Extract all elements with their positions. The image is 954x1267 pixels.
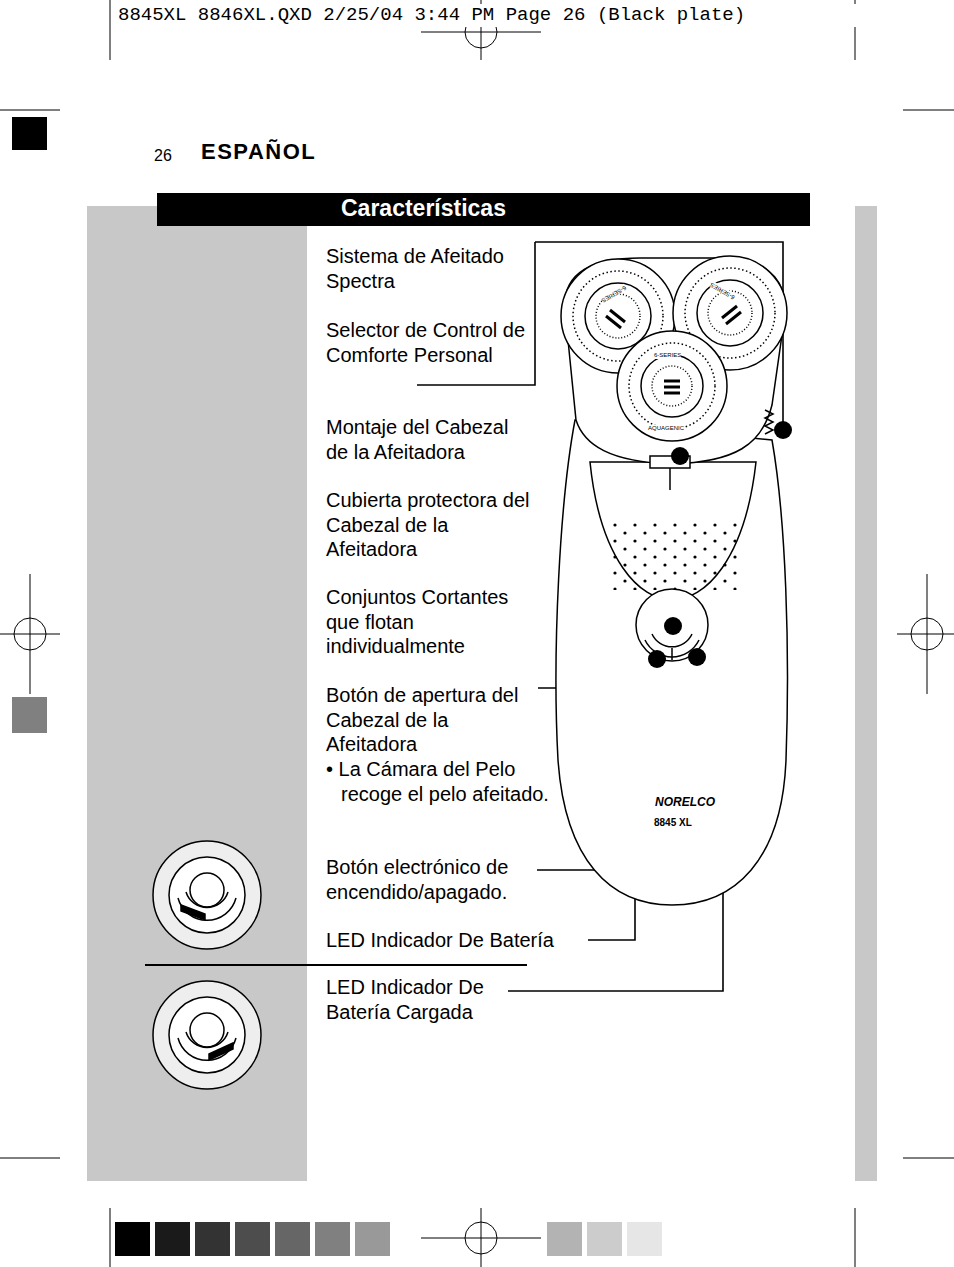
brand-logo: NORELCO [655,795,715,809]
section-heading: ESPAÑOL [201,140,316,165]
part-label: Cubierta protectora del Cabezal de la Af… [326,488,531,562]
led-icon [153,841,261,1089]
part-note: • La Cámara del Pelo recoge el pelo afei… [326,757,551,806]
rule [145,964,527,966]
part-label: Montaje del Cabezal de la Afeitadora [326,415,531,464]
title-band: Características [157,193,810,226]
print-slug: 8845XL 8846XL.QXD 2/25/04 3:44 PM Page 2… [118,4,918,27]
part-label: Conjuntos Cortantes que flotan individua… [326,585,541,659]
part-label: LED Indicador De Batería Cargada [326,975,506,1024]
part-label: Botón electrónico de encendido/apagado. [326,855,541,904]
side-strip [855,206,877,1181]
band-title: Características [341,193,810,224]
side-panel [87,206,307,1181]
head-marking: AQUAGENIC [648,425,684,432]
shaver-illustration [556,256,787,905]
part-label: Botón de apertura del Cabezal de la Afei… [326,683,531,757]
part-label: Sistema de Afeitado Spectra [326,244,531,293]
registration-square [12,697,47,733]
color-bars [115,1222,662,1256]
part-label: LED Indicador De Batería [326,928,586,953]
head-marking: 6-SERIES [654,352,681,359]
callout-dots [648,421,792,668]
registration-square [12,117,47,150]
model-number: 8845 XL [654,817,692,829]
content-ground [307,225,855,1181]
part-label: Selector de Control de Comforte Personal [326,318,526,367]
page-number: 26 [154,146,194,165]
